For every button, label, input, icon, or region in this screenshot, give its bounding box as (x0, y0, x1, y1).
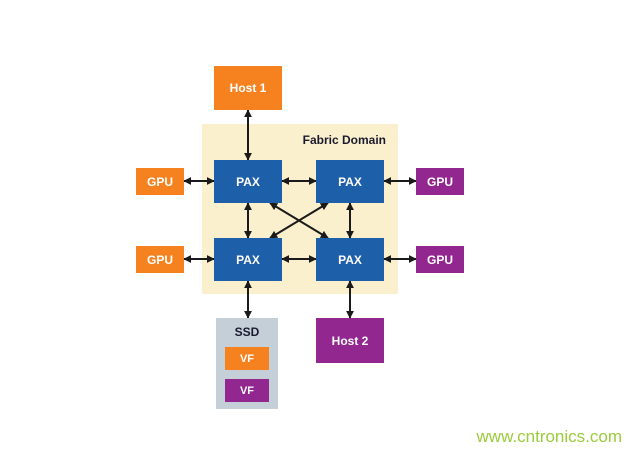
node-host1: Host 1 (214, 66, 282, 110)
node-pax-top-left: PAX (214, 160, 282, 203)
node-pax-bottom-left-label: PAX (236, 252, 260, 267)
node-ssd-label: SSD (234, 325, 260, 339)
node-gpu-right-bottom-label: GPU (426, 252, 453, 267)
node-pax-top-right: PAX (316, 160, 384, 203)
node-vf-purple: VF (225, 379, 269, 402)
node-gpu-left-bottom-label: GPU (146, 252, 173, 267)
node-pax-top-right-label: PAX (338, 174, 362, 189)
node-vf-orange: VF (225, 347, 269, 370)
node-gpu-right-bottom: GPU (416, 246, 464, 273)
node-host2-label: Host 2 (331, 333, 369, 348)
watermark-text: www.cntronics.com (476, 427, 622, 446)
node-pax-bottom-right: PAX (316, 238, 384, 281)
node-gpu-right-top-label: GPU (426, 174, 453, 189)
fabric-domain-label: Fabric Domain (302, 133, 386, 147)
node-gpu-right-top: GPU (416, 168, 464, 195)
node-host2: Host 2 (316, 318, 384, 363)
node-vf-orange-label: VF (239, 352, 255, 365)
node-pax-bottom-right-label: PAX (338, 252, 362, 267)
node-pax-bottom-left: PAX (214, 238, 282, 281)
node-ssd: SSD VF VF (216, 318, 278, 409)
node-host1-label: Host 1 (229, 81, 267, 95)
node-gpu-left-bottom: GPU (136, 246, 184, 273)
node-vf-purple-label: VF (239, 384, 255, 397)
node-gpu-left-top-label: GPU (146, 174, 173, 189)
node-pax-top-left-label: PAX (236, 174, 260, 189)
node-gpu-left-top: GPU (136, 168, 184, 195)
